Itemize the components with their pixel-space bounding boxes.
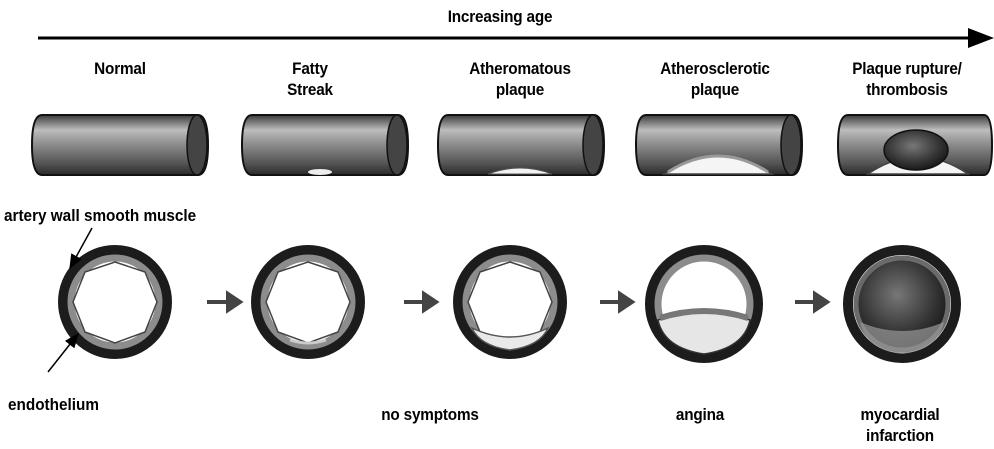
cross-section-atherosclerotic-plaque: [650, 250, 758, 358]
stage-arrow: [404, 294, 436, 310]
outcome-myocardial-infarction: myocardial infarction: [837, 404, 963, 446]
tube-atherosclerotic-plaque: [636, 115, 802, 175]
outcome-no-symptoms: no symptoms: [349, 404, 511, 425]
tube-fatty-streak: [242, 115, 408, 175]
tube-normal: [32, 115, 208, 175]
stage-label-line2: Streak: [256, 79, 364, 100]
stage-arrow: [207, 294, 240, 310]
stage-arrow: [600, 294, 632, 310]
stage-label-line2: thrombosis: [831, 79, 984, 100]
endothelium-pointer: [48, 334, 78, 372]
age-title: Increasing age: [410, 6, 590, 27]
endothelium-label: endothelium: [8, 394, 99, 415]
cross-section-plaque-rupture: [848, 250, 956, 358]
cross-section-fatty-streak: [256, 250, 360, 354]
stage-label-atheromatous: Atheromatous plaque: [453, 58, 588, 100]
stage-label-line1: Normal: [66, 58, 174, 79]
stage-label-normal: Normal: [66, 58, 174, 79]
age-arrow: [38, 28, 994, 48]
stage-label-line1: Atherosclerotic: [639, 58, 792, 79]
stage-label-line2: plaque: [453, 79, 588, 100]
stage-label-plaque-rupture: Plaque rupture/ thrombosis: [831, 58, 984, 100]
muscle-label: artery wall smooth muscle: [4, 205, 196, 226]
stage-label-line1: Atheromatous: [453, 58, 588, 79]
tube-atheromatous-plaque: [438, 115, 604, 175]
tube-plaque-rupture: [838, 115, 992, 175]
outcome-line2: infarction: [837, 425, 963, 446]
cross-section-normal: [63, 250, 167, 354]
stage-label-fatty-streak: Fatty Streak: [256, 58, 364, 100]
stage-arrow: [795, 294, 827, 310]
stage-label-line2: plaque: [639, 79, 792, 100]
outcome-line1: myocardial: [837, 404, 963, 425]
stage-label-line1: Plaque rupture/: [831, 58, 984, 79]
cross-section-atheromatous-plaque: [458, 250, 562, 354]
stage-label-atherosclerotic: Atherosclerotic plaque: [639, 58, 792, 100]
stage-label-line1: Fatty: [256, 58, 364, 79]
outcome-angina: angina: [646, 404, 754, 425]
